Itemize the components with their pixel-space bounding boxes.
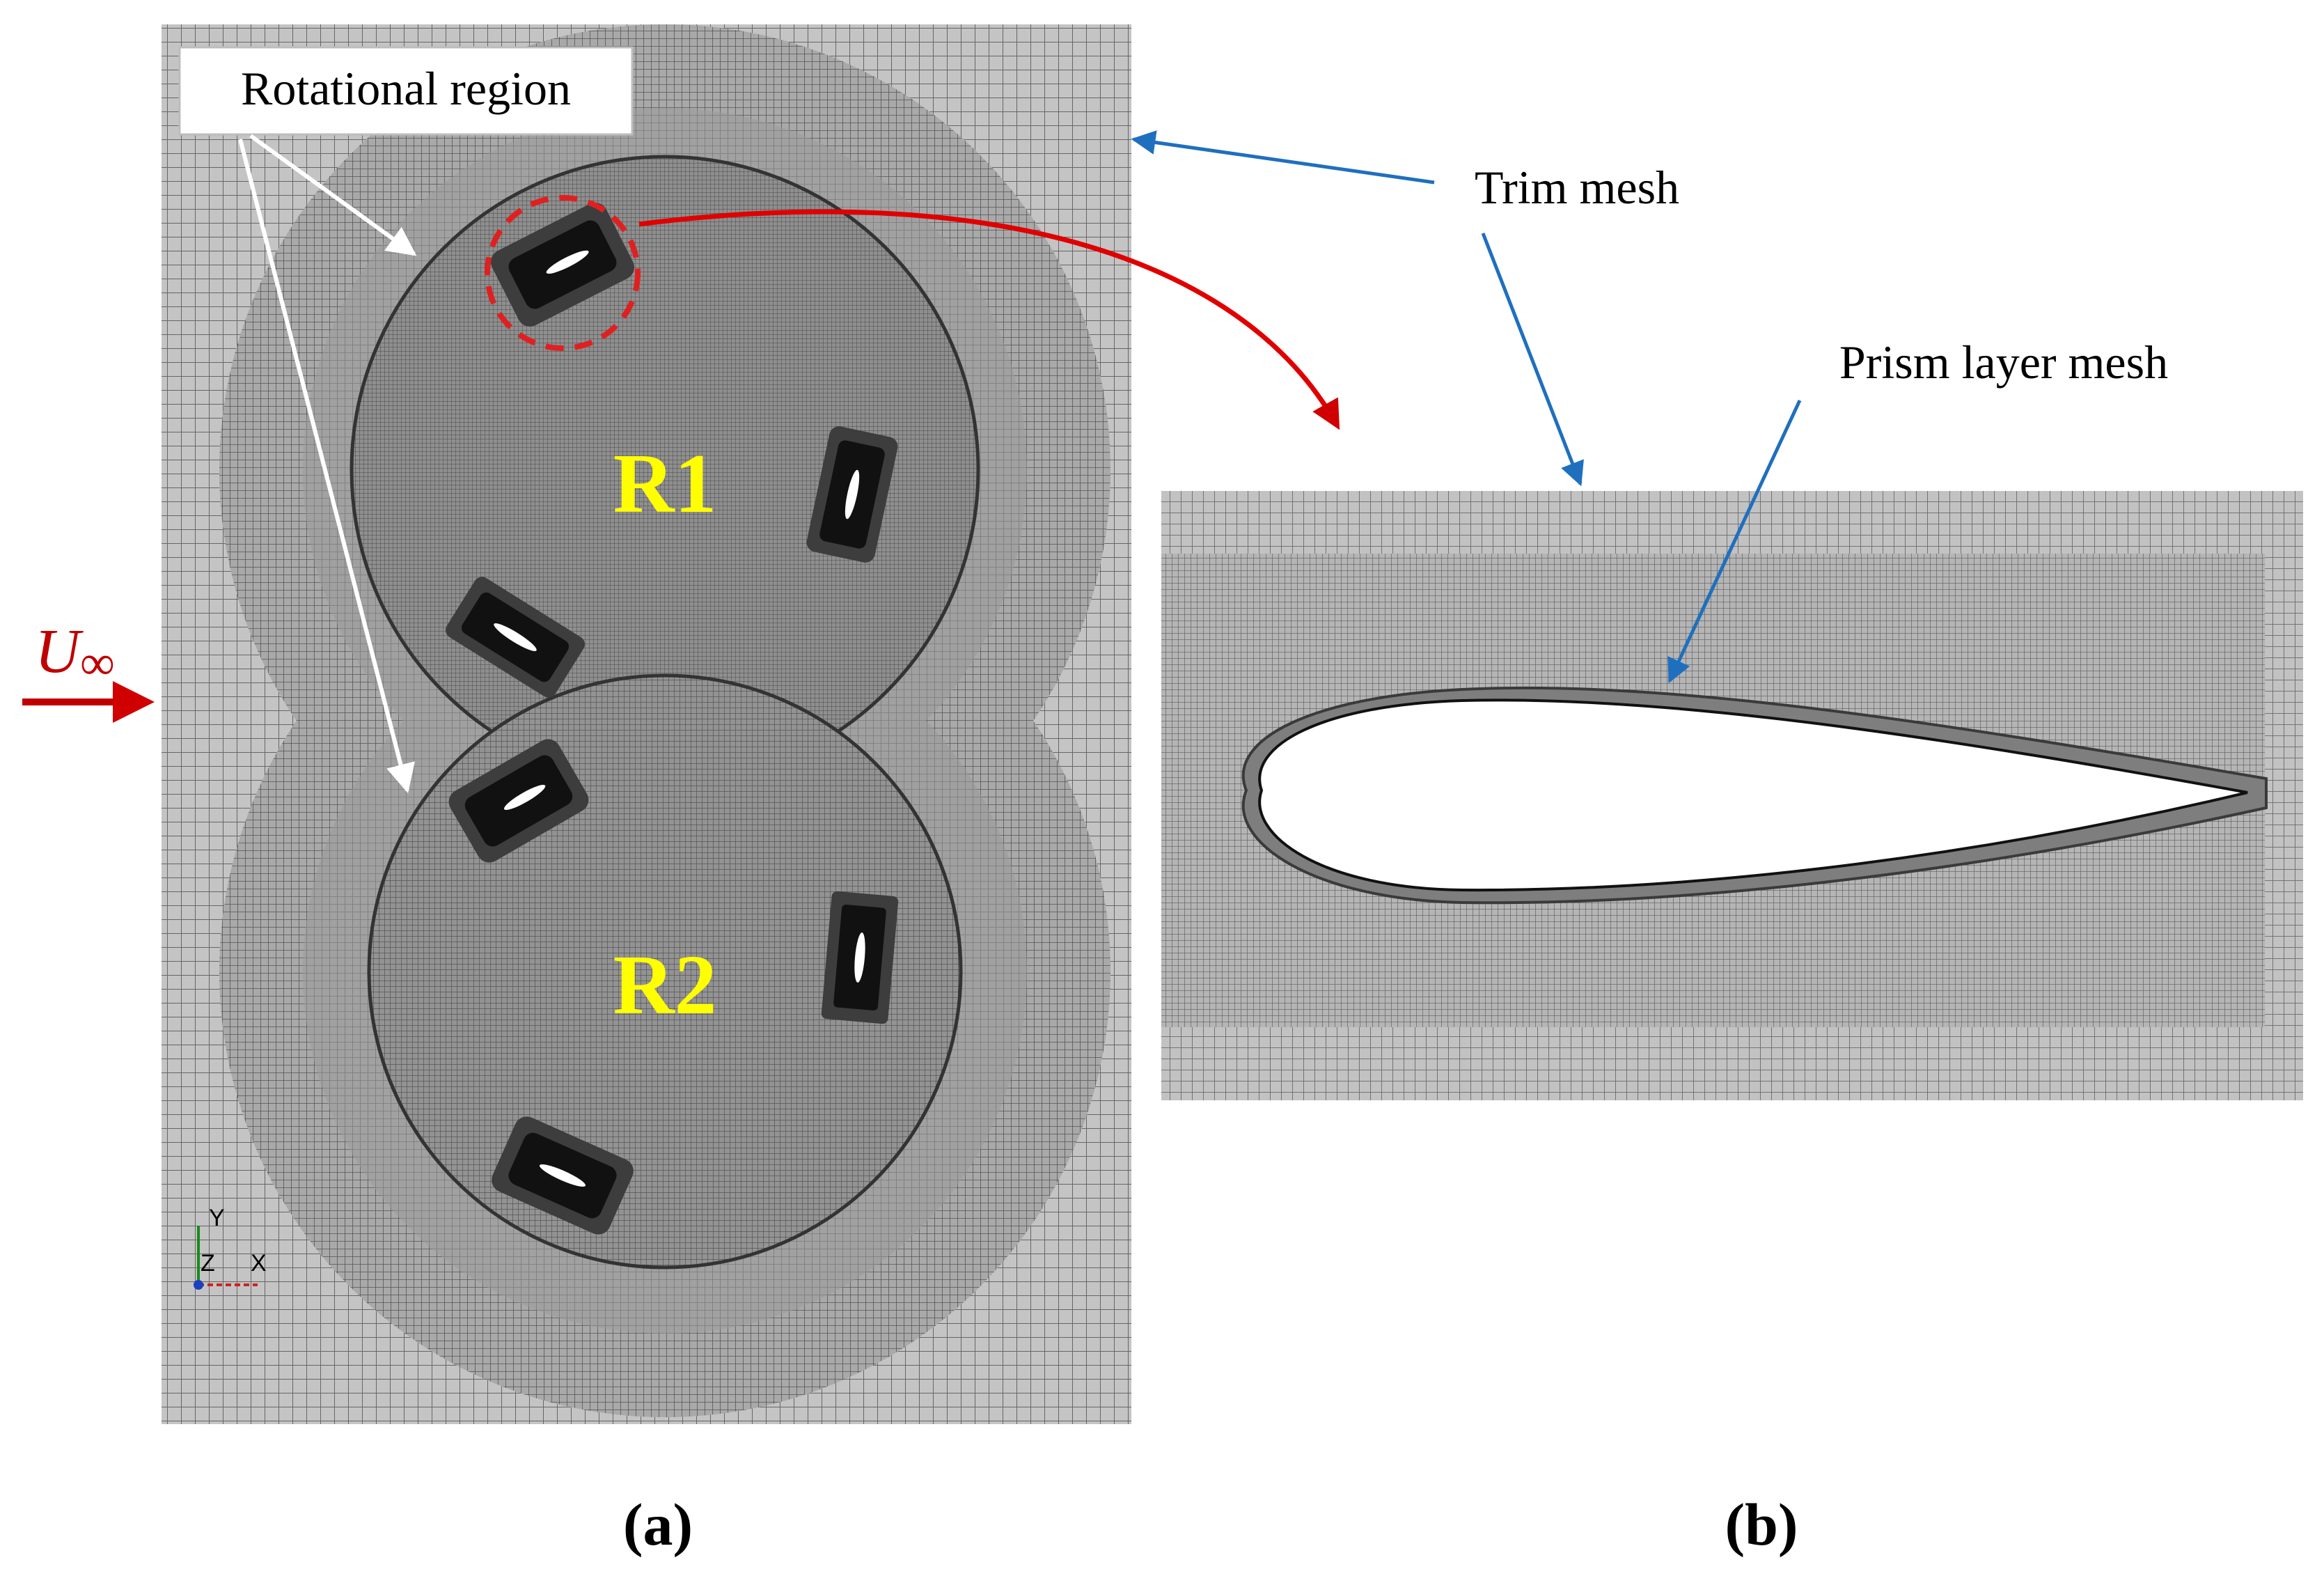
inflow-symbol-main: U xyxy=(35,617,84,686)
blade-r1-right xyxy=(806,426,898,563)
prism-layer-mesh-label: Prism layer mesh xyxy=(1839,336,2168,389)
blade-r2-right xyxy=(821,891,899,1024)
rotational-region-label-box xyxy=(178,46,634,136)
panel-a-caption: (a) xyxy=(623,1491,693,1558)
inflow-symbol: U∞ xyxy=(35,617,115,690)
blade-r2-bottom xyxy=(492,1116,634,1235)
blade-r2-top xyxy=(448,739,589,863)
blade-r1-left xyxy=(446,577,585,698)
airfoil-body xyxy=(1258,698,2248,892)
trim-mesh-label: Trim mesh xyxy=(1475,161,1679,214)
panel-b-caption: (b) xyxy=(1725,1491,1798,1558)
panel-b xyxy=(1161,491,2303,1100)
axis-label-x: X xyxy=(251,1250,267,1276)
inflow-symbol-sub: ∞ xyxy=(80,637,115,690)
axis-label-y: Y xyxy=(209,1205,225,1231)
rotational-region-label: Rotational region xyxy=(241,62,571,115)
axis-label-z: Z xyxy=(201,1250,215,1276)
inflow-indicator: U∞ xyxy=(22,617,155,723)
zoom-highlight-circle xyxy=(485,195,641,351)
panel-a: R1 R2 Rotational region Y Z X xyxy=(162,24,1131,1424)
axis-triad: Y Z X xyxy=(194,1205,267,1290)
zoom-arrow xyxy=(638,209,1340,430)
blade-r1-top xyxy=(490,202,635,327)
rotor-label-r2: R2 xyxy=(613,938,716,1032)
rotational-region-arrows xyxy=(238,134,417,794)
trim-mesh-arrows xyxy=(1131,130,1802,684)
rotor-label-r1: R1 xyxy=(613,437,716,531)
